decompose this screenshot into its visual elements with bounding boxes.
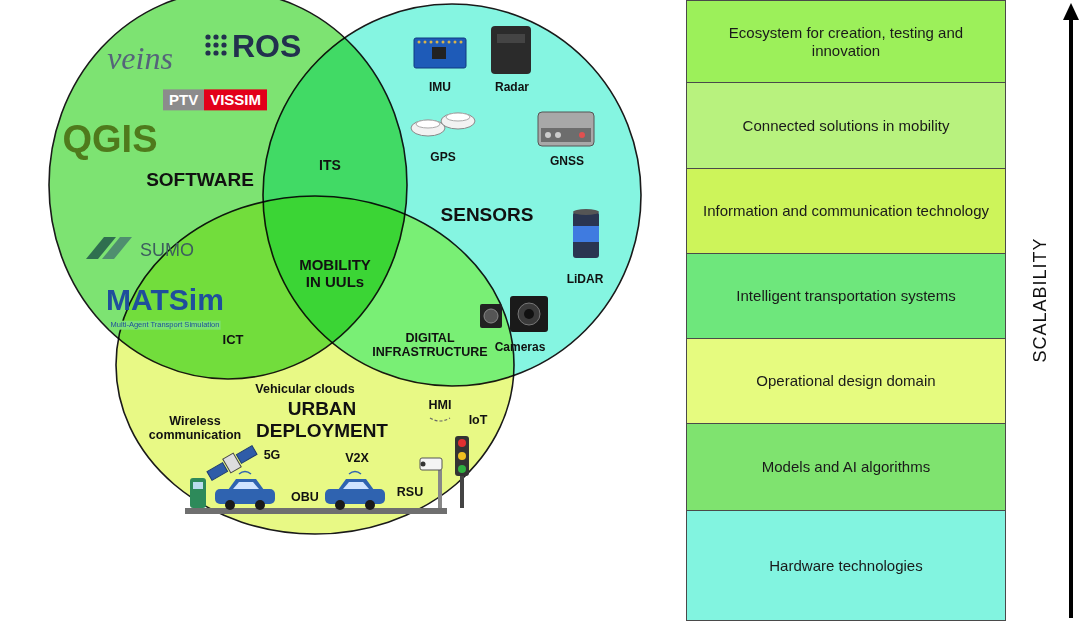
band-label: Models and AI algorithms	[762, 458, 930, 475]
scale-band: Models and AI algorithms	[686, 423, 1006, 511]
circle-shape	[116, 196, 514, 534]
text-holder: OBU	[291, 490, 319, 504]
text-holder: GPS	[430, 151, 455, 165]
road	[185, 508, 447, 514]
text-holder: Radar	[495, 81, 529, 95]
urban-label: OBU	[291, 490, 319, 504]
sensor-label: IMU	[429, 81, 451, 95]
text-holder: RSU	[397, 485, 423, 499]
urban-label: Wireless communication	[145, 414, 245, 443]
urban-label: HMI	[429, 398, 452, 412]
software-logo: ROS	[232, 28, 301, 65]
sensor-label: GNSS	[550, 155, 584, 169]
urban-label: IoT	[469, 413, 488, 427]
text-holder: ROS	[232, 28, 301, 65]
car	[215, 472, 275, 511]
text-holder: QGIS	[62, 118, 157, 162]
band-label: Hardware technologies	[769, 557, 922, 574]
text-holder: V2X	[345, 451, 369, 465]
gps-antennas	[411, 113, 475, 136]
scale-band: Ecosystem for creation, testing and inno…	[686, 0, 1006, 83]
text-holder: PTV	[163, 89, 204, 110]
lidar-sensor	[573, 209, 599, 258]
text-holder: Vehicular clouds	[255, 382, 354, 396]
text-holder: Multi-Agent Transport Simulation	[110, 321, 221, 330]
radar-unit	[491, 26, 531, 74]
text-holder: VISSIM	[204, 89, 267, 110]
text-holder: MOBILITY IN UULs	[293, 256, 378, 291]
cameras	[480, 296, 548, 332]
scalability-arrow	[1063, 3, 1079, 618]
logo-tagline: Multi-Agent Transport Simulation	[110, 321, 221, 330]
circle-heading: SOFTWARE	[146, 169, 254, 191]
text-holder: URBAN DEPLOYMENT	[247, 398, 397, 442]
text-holder: SUMO	[140, 240, 194, 261]
software-logo: PTV	[163, 89, 204, 110]
text-holder: SENSORS	[441, 204, 534, 226]
sensor-label: GPS	[430, 151, 455, 165]
text-holder: Cameras	[495, 341, 546, 355]
sensor-label: LiDAR	[567, 273, 604, 287]
sumo-icon	[86, 237, 132, 259]
text-holder: HMI	[429, 398, 452, 412]
text-holder: 5G	[264, 448, 281, 462]
axis-label: SCALABILITY	[1030, 237, 1051, 362]
text-holder: IMU	[429, 81, 451, 95]
center-label: MOBILITY IN UULs	[293, 256, 378, 291]
text-holder: GNSS	[550, 155, 584, 169]
car	[325, 472, 385, 511]
text-holder: MATSim	[106, 283, 224, 318]
band-label: Information and communication technology	[703, 202, 989, 219]
urban-label: 5G	[264, 448, 281, 462]
scale-band: Hardware technologies	[686, 510, 1006, 621]
text-holder: LiDAR	[567, 273, 604, 287]
traffic-light	[455, 436, 469, 508]
band-label: Ecosystem for creation, testing and inno…	[701, 24, 991, 59]
overlap-label: DIGITAL INFRASTRUCTURE	[365, 331, 495, 360]
text-holder: SCALABILITY	[1030, 237, 1051, 362]
hmi-signal	[430, 418, 450, 421]
software-logo: veins	[107, 40, 173, 77]
text-holder: veins	[107, 40, 173, 77]
satellite	[205, 443, 258, 483]
software-logo: SUMO	[140, 240, 194, 261]
urban-label: Vehicular clouds	[255, 382, 354, 396]
scale-band: Intelligent transportation systems	[686, 253, 1006, 339]
scale-band: Connected solutions in mobility	[686, 82, 1006, 169]
band-label: Connected solutions in mobility	[743, 117, 950, 134]
text-holder: Wireless communication	[145, 414, 245, 443]
imu-board	[414, 38, 466, 68]
software-logo: MATSim	[106, 283, 224, 318]
ros-dots	[205, 34, 226, 55]
scale-band: Information and communication technology	[686, 168, 1006, 254]
text-holder: ICT	[223, 333, 244, 348]
sensor-label: Cameras	[495, 341, 546, 355]
overlap-label: ITS	[319, 157, 341, 173]
rsu-camera	[420, 458, 442, 508]
sensor-label: Radar	[495, 81, 529, 95]
text-holder: IoT	[469, 413, 488, 427]
circle-heading: URBAN DEPLOYMENT	[247, 398, 397, 442]
band-label: Operational design domain	[756, 372, 935, 389]
urban-label: V2X	[345, 451, 369, 465]
software-logo: VISSIM	[204, 89, 267, 110]
circle-heading: SENSORS	[441, 204, 534, 226]
software-logo: QGIS	[62, 118, 157, 162]
gnss-receiver	[538, 112, 594, 146]
text-holder: SOFTWARE	[146, 169, 254, 191]
text-holder: ITS	[319, 157, 341, 173]
ev-charger	[190, 478, 206, 508]
scale-band: Operational design domain	[686, 338, 1006, 424]
urban-label: RSU	[397, 485, 423, 499]
text-holder: DIGITAL INFRASTRUCTURE	[365, 331, 495, 360]
band-label: Intelligent transportation systems	[736, 287, 955, 304]
overlap-label: ICT	[223, 333, 244, 348]
